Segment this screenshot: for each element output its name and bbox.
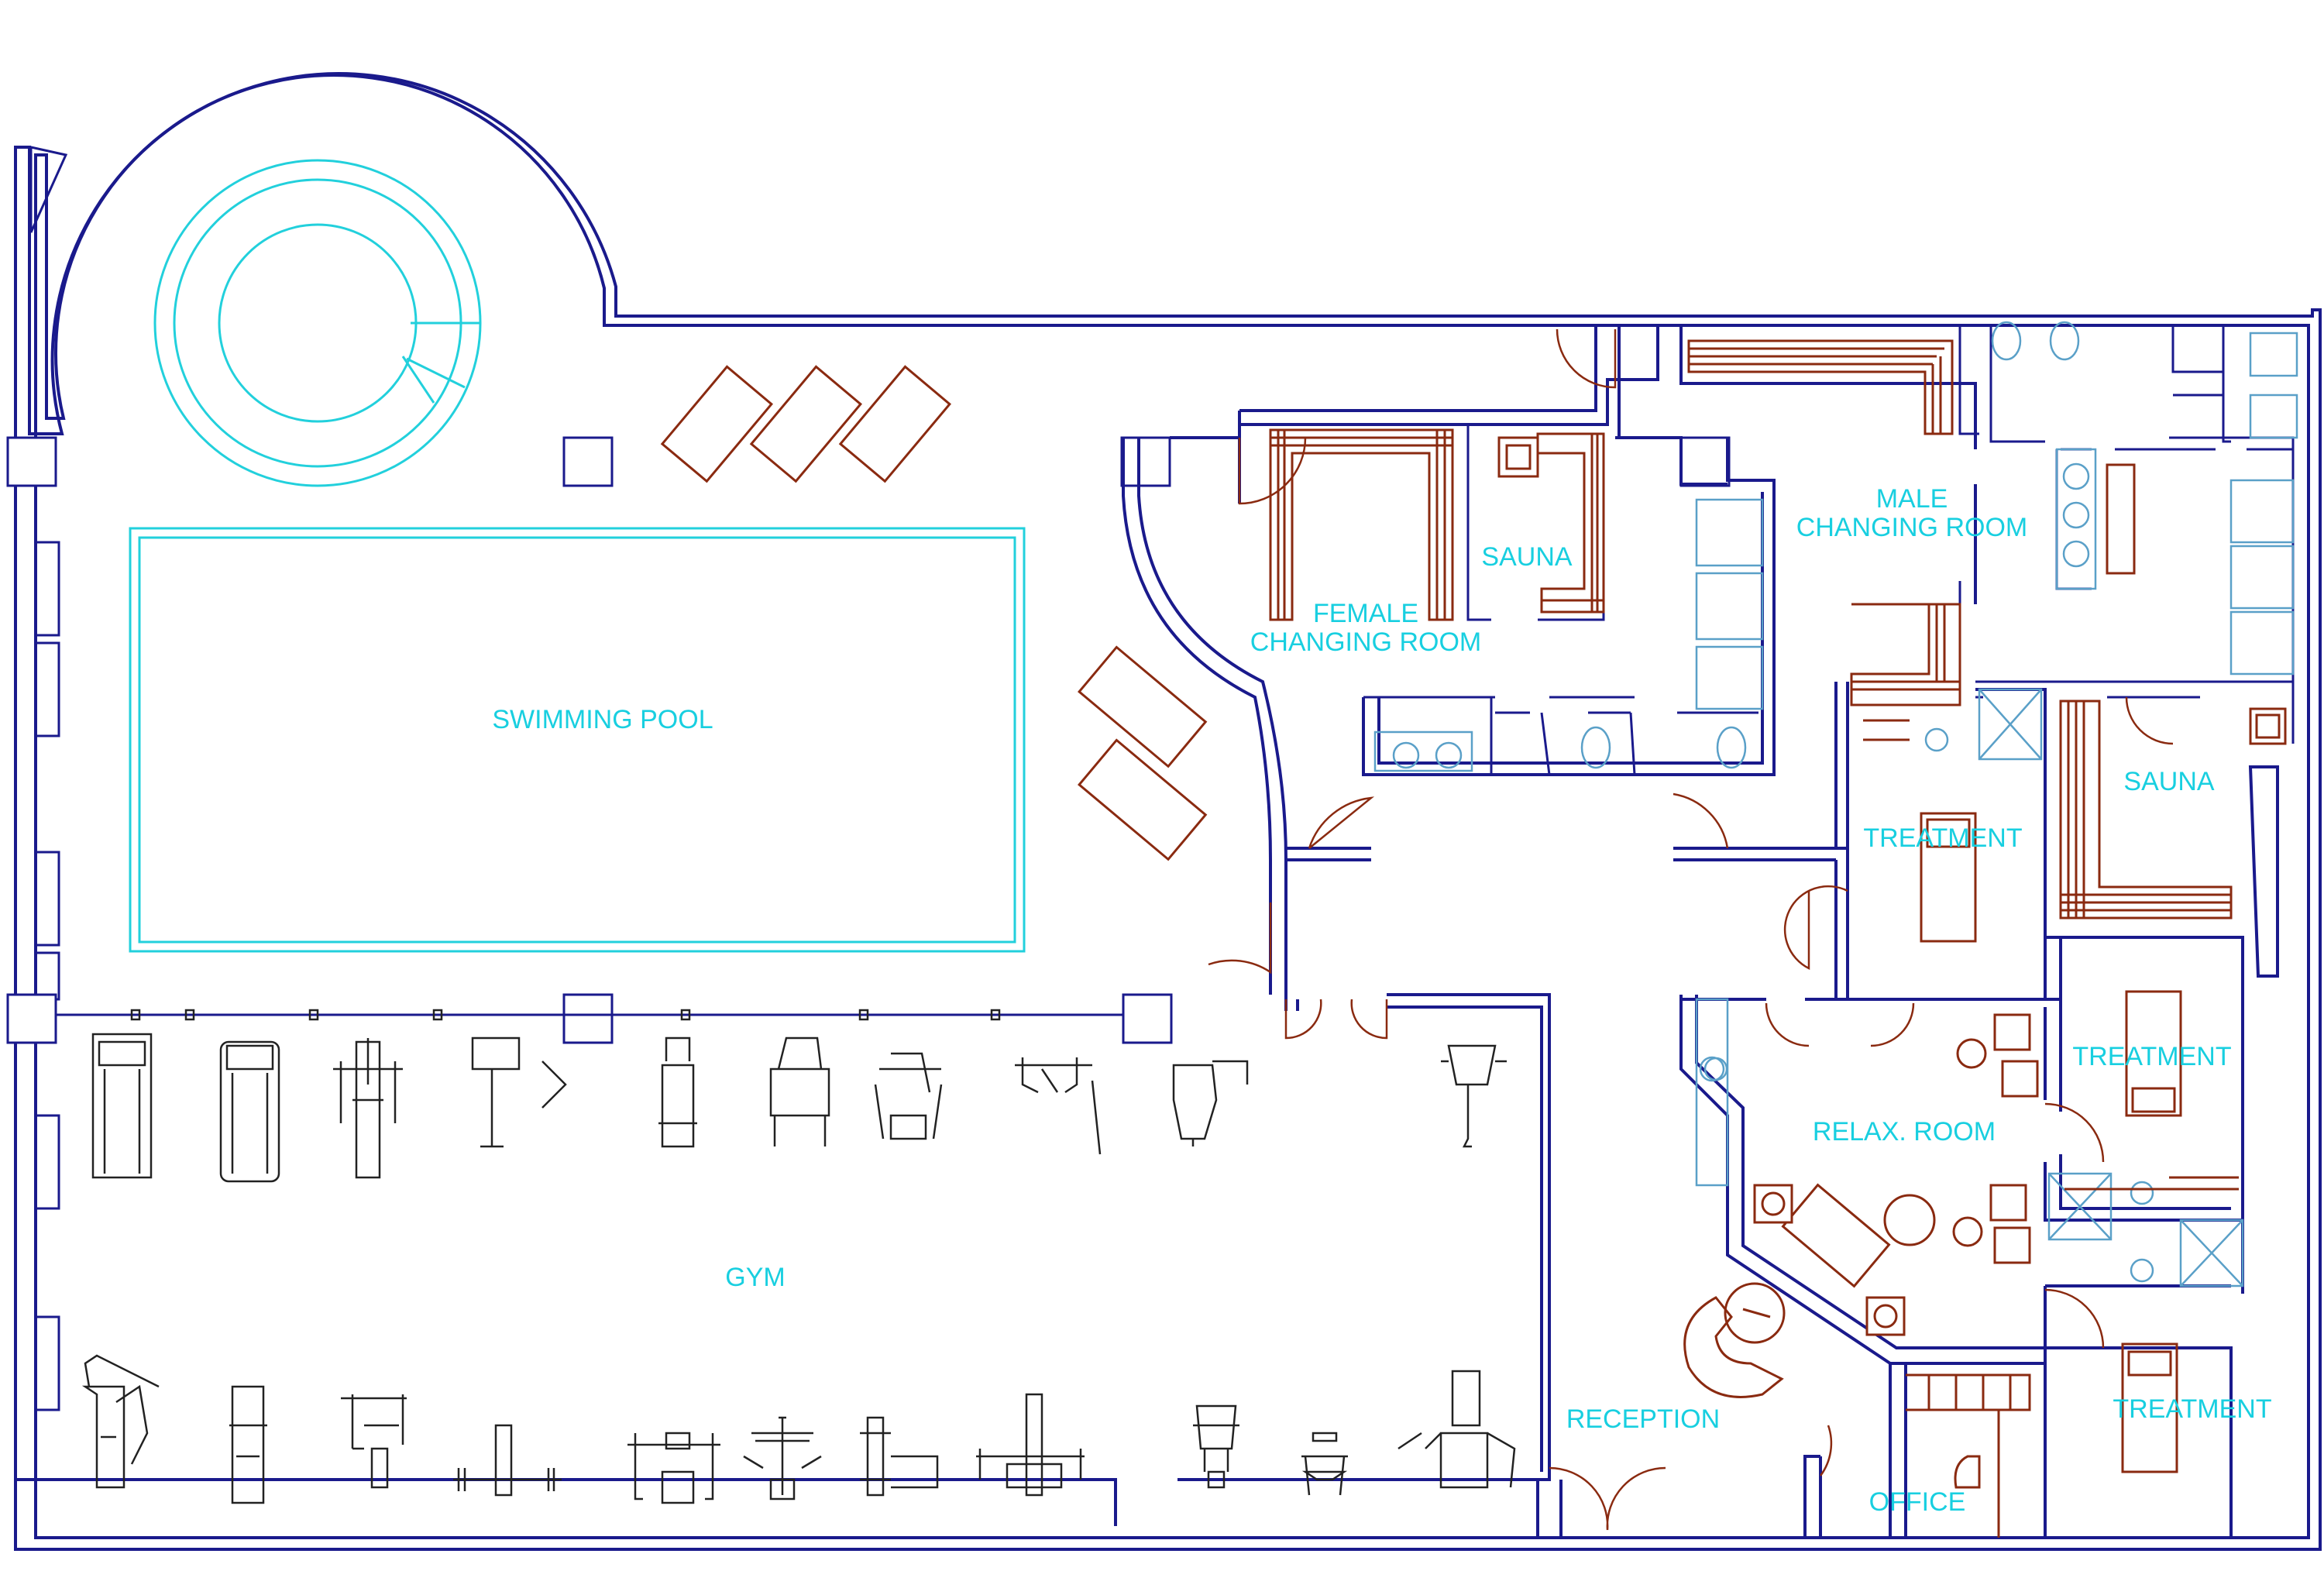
male-changing-label-1: MALE	[1876, 484, 1948, 514]
female-changing-label-2: CHANGING ROOM	[1250, 627, 1481, 657]
outer-walls	[14, 72, 2322, 1551]
gym-equipment	[81, 1033, 1516, 1504]
swimming-pool-label: SWIMMING POOL	[492, 705, 713, 734]
male-bench-bottom	[1850, 603, 1961, 706]
female-sauna-bench	[1497, 432, 1605, 614]
female-sauna-label: SAUNA	[1481, 542, 1572, 572]
reception-label: RECEPTION	[1566, 1404, 1720, 1434]
showers	[1703, 688, 2244, 1287]
male-changing-label-2: CHANGING ROOM	[1796, 513, 2027, 542]
swimming-pool: SWIMMING POOL	[129, 527, 1026, 953]
gym-label: GYM	[725, 1263, 785, 1292]
relax-room-label: RELAX. ROOM	[1813, 1117, 1996, 1146]
male-sauna-label: SAUNA	[2123, 767, 2214, 796]
treatment-label-1: TREATMENT	[1863, 823, 2022, 853]
male-changing-room: MALE CHANGING ROOM	[1687, 321, 2298, 706]
female-benches	[1269, 428, 1454, 621]
relax-room: RELAX. ROOM	[1695, 998, 2039, 1336]
reception: RECEPTION	[1566, 1282, 1786, 1434]
treatment-label-3: TREATMENT	[2113, 1394, 2271, 1424]
treatment-label-2: TREATMENT	[2072, 1042, 2231, 1071]
columns	[6, 436, 1731, 1044]
treatment-rooms: TREATMENT TREATMENT TREATMENT	[1863, 719, 2272, 1473]
male-bench-top	[1687, 339, 1954, 435]
male-fixtures	[1991, 321, 2298, 675]
female-changing-label-1: FEMALE	[1313, 599, 1418, 628]
male-sauna: SAUNA	[2059, 700, 2287, 920]
female-fixtures	[1373, 498, 1764, 772]
office-label: OFFICE	[1869, 1487, 1966, 1517]
female-changing-room: FEMALE CHANGING ROOM SAUNA	[1250, 428, 1764, 772]
spa-pool	[153, 159, 482, 487]
pool-gym-partition	[56, 1009, 1123, 1021]
left-wall-pilasters	[36, 541, 60, 1411]
office: OFFICE	[1869, 1373, 2031, 1538]
interior-walls	[15, 325, 2295, 1538]
doors	[1208, 328, 2174, 1531]
sun-loungers	[660, 365, 1208, 861]
